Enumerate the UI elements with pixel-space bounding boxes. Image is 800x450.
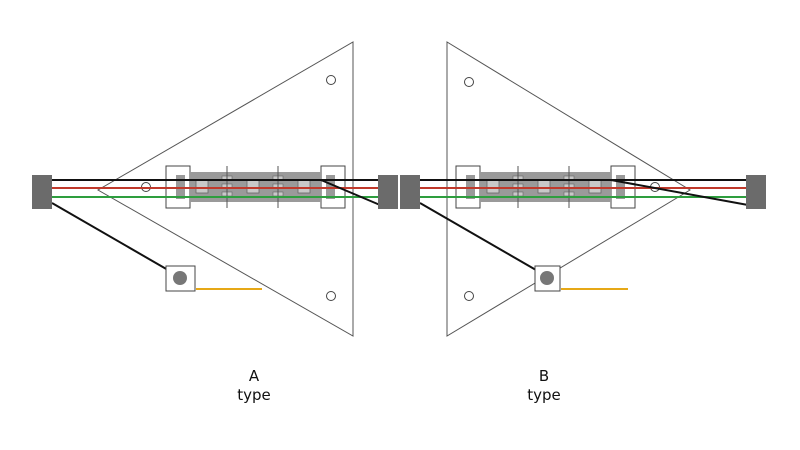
- mounting-hole-b-top: [464, 77, 474, 87]
- switch-knob-b: [540, 271, 554, 285]
- connector-block-icon: [746, 175, 766, 209]
- type-a-assembly: [32, 41, 398, 337]
- push-button-b: [534, 265, 628, 292]
- rgb-led-icon: [537, 179, 551, 194]
- type-b-assembly: [400, 41, 766, 337]
- caption-type-a-word: type: [237, 386, 271, 404]
- rgb-led-icon: [588, 179, 602, 194]
- rgb-led-icon: [195, 179, 209, 194]
- mounting-hole-a-top: [326, 75, 336, 85]
- wire-black-switch-b: [419, 202, 537, 271]
- caption-letter-a: A: [248, 367, 260, 385]
- mounting-hole-b-bottom: [464, 291, 474, 301]
- rgb-led-icon: [297, 179, 311, 194]
- rgb-led-icon: [486, 179, 500, 194]
- wires-b: [419, 179, 749, 271]
- switch-knob-a: [173, 271, 187, 285]
- caption-type-a: A type: [194, 367, 314, 405]
- wires-a: [51, 179, 381, 271]
- rgb-led-icon: [246, 179, 260, 194]
- connector-block-icon: [32, 175, 52, 209]
- mounting-hole-a-bottom: [326, 291, 336, 301]
- caption-letter-b: B: [538, 367, 550, 385]
- caption-type-b: B type: [484, 367, 604, 405]
- wire-black-switch-a: [51, 202, 169, 271]
- connector-block-icon: [378, 175, 398, 209]
- caption-type-b-word: type: [527, 386, 561, 404]
- wire-black-cross-a: [320, 179, 381, 206]
- connector-block-icon: [400, 175, 420, 209]
- push-button-a: [165, 265, 262, 292]
- wire-black-cross-b: [610, 179, 749, 206]
